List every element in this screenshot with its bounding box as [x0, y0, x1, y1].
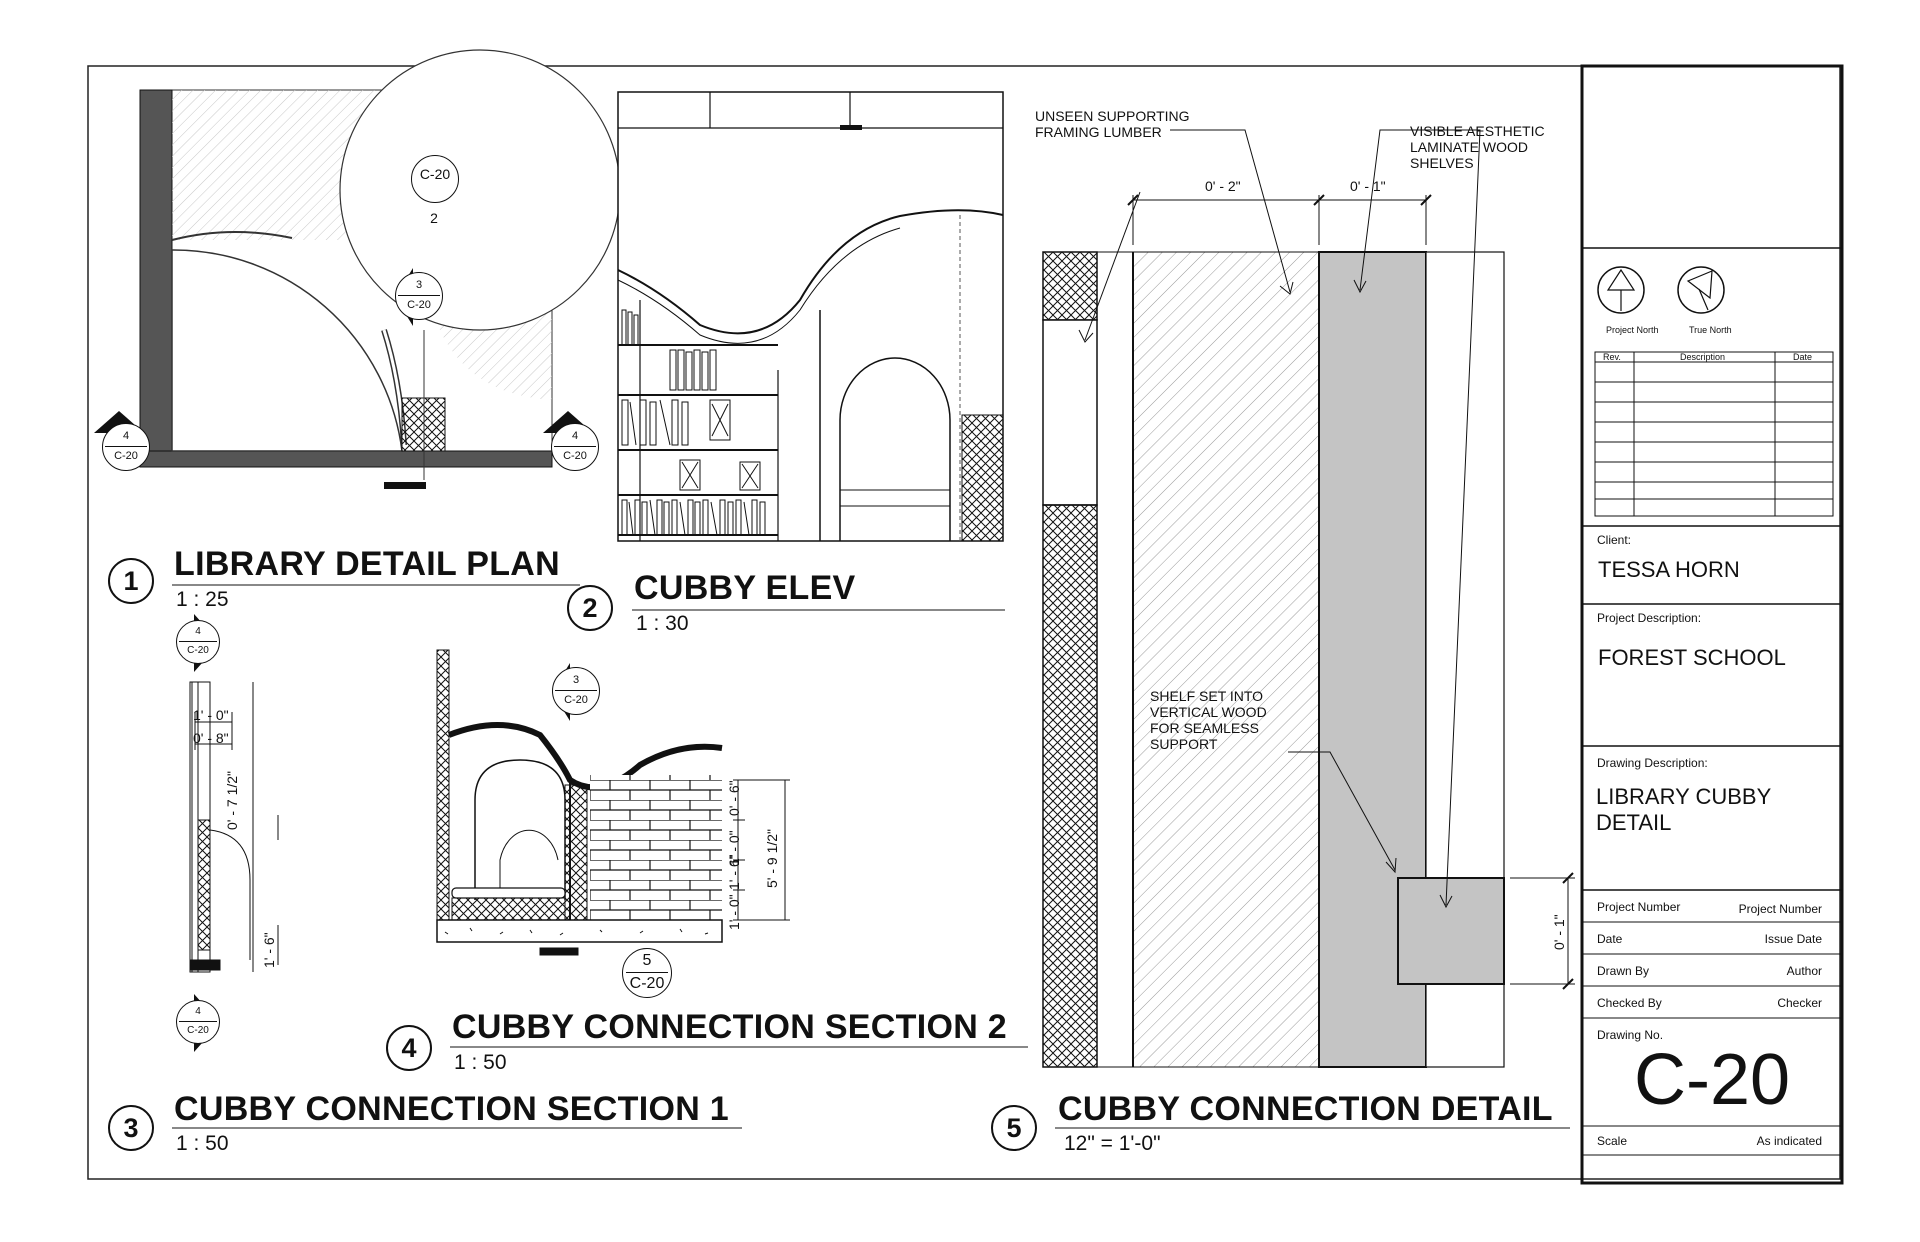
- callout-sheet-label: C-20: [419, 166, 451, 182]
- note-shelf-support: SHELF SET INTO VERTICAL WOOD FOR SEAMLES…: [1150, 688, 1267, 752]
- view-title-library-detail-plan: LIBRARY DETAIL PLAN: [174, 545, 561, 583]
- view-callout-plan[interactable]: C-20: [411, 155, 459, 203]
- view-number-5: 5: [991, 1105, 1037, 1151]
- marker-sheet-label: C-20: [564, 694, 588, 706]
- rev-header-rev: Rev.: [1603, 352, 1621, 362]
- note-laminate-shelves: VISIBLE AESTHETIC LAMINATE WOOD SHELVES: [1410, 123, 1545, 171]
- view-number-4: 4: [386, 1025, 432, 1071]
- marker-sheet-label: C-20: [187, 645, 209, 656]
- view-title-cubby-elev: CUBBY ELEV: [634, 569, 856, 607]
- view-number-3: 3: [108, 1105, 154, 1151]
- project-number-label: Project Number: [1597, 900, 1681, 914]
- library-detail-plan-drawing: [139, 49, 621, 489]
- marker-view-number: 3: [415, 279, 423, 291]
- drawing-description-label: Drawing Description:: [1597, 756, 1708, 770]
- marker-view-number: 4: [571, 430, 579, 442]
- dimension-sec2-a: 0' - 6": [726, 780, 742, 816]
- note-framing-lumber: UNSEEN SUPPORTING FRAMING LUMBER: [1035, 108, 1190, 140]
- date-value: Issue Date: [1764, 932, 1822, 946]
- view-number-1: 1: [108, 558, 154, 604]
- detail-callout-5[interactable]: 5 C-20: [622, 948, 672, 998]
- true-north-arrow-icon: [1677, 266, 1725, 314]
- scale-label: Scale: [1597, 1134, 1628, 1148]
- title-underlines: [172, 584, 1570, 1129]
- marker-sheet-label: C-20: [563, 450, 587, 462]
- view-title-cubby-connection-section-1: CUBBY CONNECTION SECTION 1: [174, 1090, 730, 1128]
- view-title-cubby-connection-section-2: CUBBY CONNECTION SECTION 2: [452, 1008, 1008, 1046]
- connection-detail-drawing: [1042, 194, 1575, 1068]
- checked-by-value: Checker: [1777, 996, 1822, 1010]
- view-scale-4: 1 : 50: [454, 1051, 507, 1074]
- title-block-frame: [1580, 64, 1844, 1185]
- dimension-detail-right: 0' - 1": [1350, 178, 1386, 194]
- project-description-label: Project Description:: [1597, 611, 1702, 625]
- scale-value: As indicated: [1756, 1134, 1822, 1148]
- drawn-by-value: Author: [1786, 964, 1822, 978]
- section-marker-3-plan[interactable]: 3 C-20: [395, 268, 445, 326]
- marker-sheet-label: C-20: [114, 450, 138, 462]
- section-marker-4-left[interactable]: 4 C-20: [94, 411, 152, 473]
- section-marker-4-sec1-bottom[interactable]: 4 C-20: [176, 994, 222, 1052]
- true-north-label: True North: [1689, 325, 1732, 335]
- drawing-number-value: C-20: [1633, 1040, 1791, 1120]
- dimension-sec1-upper: 0' - 7 1/2": [224, 770, 240, 830]
- dimension-sec2-total: 5' - 9 1/2": [764, 828, 780, 888]
- section-marker-3-sec2[interactable]: 3 C-20: [552, 663, 602, 721]
- date-label: Date: [1597, 932, 1623, 946]
- marker-view-number: 4: [195, 1006, 201, 1017]
- dimension-sec2-c: 1' - 6": [726, 854, 742, 890]
- sheet-border: [87, 65, 1841, 1180]
- callout-sheet-label: C-20: [629, 975, 665, 992]
- rev-header-date: Date: [1793, 352, 1813, 362]
- drawing-number-label: Drawing No.: [1597, 1028, 1664, 1042]
- section-marker-4-sec1-top[interactable]: 4 C-20: [176, 614, 222, 672]
- client-label: Client:: [1597, 533, 1632, 547]
- note-leaders: [1078, 129, 1481, 909]
- section-1-drawing: [189, 681, 279, 973]
- marker-view-number: 4: [122, 430, 130, 442]
- dimension-detail-left: 0' - 2": [1205, 178, 1241, 194]
- cubby-elevation-drawing: [617, 91, 1004, 542]
- marker-view-number: 4: [195, 626, 201, 637]
- project-number-value: Project Number: [1738, 902, 1822, 916]
- marker-sheet-label: C-20: [187, 1025, 209, 1036]
- project-north-label: Project North: [1606, 325, 1659, 335]
- client-value: TESSA HORN: [1598, 557, 1740, 582]
- drawing-description-line-2: DETAIL: [1596, 810, 1672, 835]
- drawn-by-label: Drawn By: [1597, 964, 1650, 978]
- checked-by-label: Checked By: [1597, 996, 1662, 1010]
- view-number-2: 2: [567, 585, 613, 631]
- callout-view-number: 5: [642, 952, 652, 969]
- marker-sheet-label: C-20: [407, 299, 431, 311]
- dimension-detail-shelf: 0' - 1": [1551, 914, 1567, 950]
- north-arrow-icon: [1597, 266, 1645, 314]
- dimension-sec1-inner: 0' - 8": [193, 730, 229, 746]
- marker-view-number: 3: [572, 674, 580, 686]
- view-scale-1: 1 : 25: [176, 588, 229, 611]
- project-description-value: FOREST SCHOOL: [1598, 645, 1786, 670]
- dimension-sec2-d: 1' - 0": [726, 894, 742, 930]
- section-marker-4-right[interactable]: 4 C-20: [543, 411, 601, 473]
- dimension-sec1-lower: 1' - 6": [261, 932, 277, 968]
- dimension-sec1-overall: 1' - 0": [193, 707, 229, 723]
- view-scale-2: 1 : 30: [636, 612, 689, 635]
- rev-header-description: Description: [1680, 352, 1726, 362]
- view-title-cubby-connection-detail: CUBBY CONNECTION DETAIL: [1058, 1090, 1553, 1128]
- drawing-description-line-1: LIBRARY CUBBY: [1596, 784, 1772, 809]
- callout-view-number: 2: [430, 210, 438, 226]
- view-scale-3: 1 : 50: [176, 1132, 229, 1155]
- view-scale-5: 12" = 1'-0": [1064, 1132, 1161, 1155]
